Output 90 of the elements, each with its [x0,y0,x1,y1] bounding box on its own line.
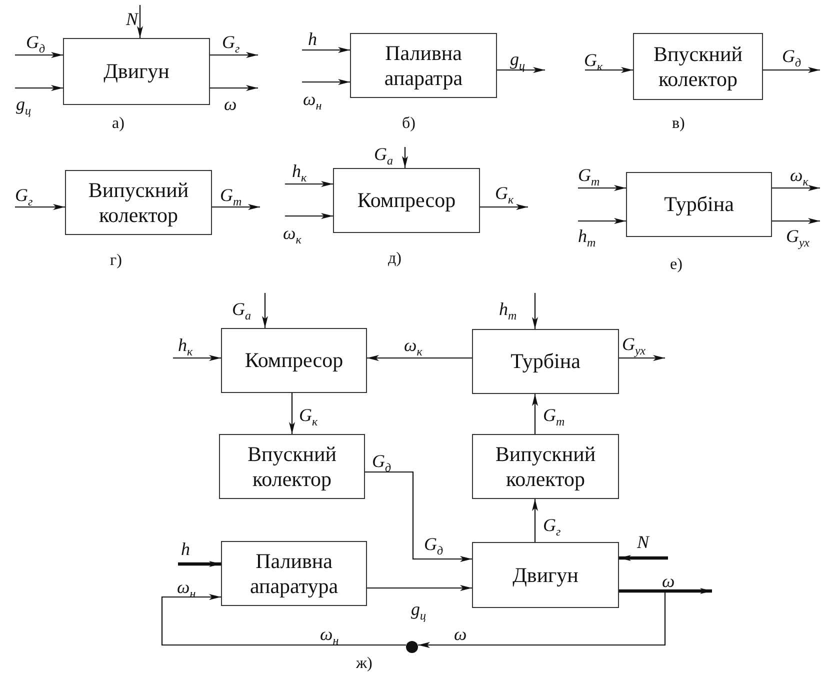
signal-label: G$_{г}$ [222,33,240,55]
signal-label: G$_{г}$ [15,186,33,208]
block-box: Паливна апаратура [221,541,367,606]
signal-label: ω$_{к}$ [790,166,808,188]
signal-label: G$_{д}$ [782,47,802,69]
signal-arrow [619,555,668,561]
signal-arrow [15,204,65,210]
signal-label: ω$_{н}$ [303,90,322,112]
signal-arrow [619,355,665,361]
block-box: Двигун [472,542,619,608]
panel-caption: а) [112,115,124,133]
signal-label: ω$_{к}$ [283,224,302,246]
signal-label: g$_{ц}$ [510,50,525,72]
signal-label: h [181,540,190,558]
block-box: Випускний колектор [472,434,619,499]
signal-label: N [637,533,650,551]
signal-label: ω [224,95,237,113]
signal-label: G$_{т}$ [578,166,600,188]
signal-arrow [302,47,350,53]
signal-arrow [262,293,268,328]
signal-arrow [619,588,712,594]
signal-label: G$_{д}$ [424,535,444,557]
signal-label: h$_{т}$ [499,300,517,322]
signal-label: g$_{ц}$ [411,600,426,622]
signal-arrow [497,67,545,73]
signal-arrow [15,85,63,91]
signal-arrow [178,561,221,567]
signal-arrow [532,293,538,329]
signal-label: G$_{д}$ [26,33,46,55]
signal-label: G$_{а}$ [374,145,393,167]
signal-arrow [578,185,626,191]
signal-arrow [173,355,221,361]
block-box: Впускний колектор [633,33,763,100]
panel-caption: ж) [356,655,372,673]
signal-arrow [285,213,333,219]
signal-arrow [367,585,472,591]
signal-label: ω$_{н}$ [320,625,339,647]
signal-arrow [212,204,260,210]
signal-label: G$_{к}$ [299,406,318,428]
signal-label: G$_{ух}$ [786,227,810,249]
signal-label: G$_{д}$ [372,452,392,474]
signal-arrow [210,52,258,58]
signal-arrow [402,147,408,168]
signal-arrow [585,67,633,73]
block-box: Турбіна [472,329,619,394]
signal-label: G$_{а}$ [232,300,251,322]
signal-label: h$_{к}$ [178,336,193,358]
panel-caption: е) [670,256,682,274]
signal-arrow [161,594,406,646]
signal-arrow [210,85,258,91]
block-box: Турбіна [626,172,772,237]
block-box: Впускний колектор [219,434,365,499]
panel-caption: б) [402,115,416,133]
signal-label: G$_{ух}$ [622,335,646,357]
block-box: Випускний колектор [65,170,212,235]
signal-arrow [532,499,538,542]
signal-label: ω [454,625,467,643]
junction-dot [406,641,418,653]
panel-caption: д) [388,250,402,268]
signal-arrow [367,355,472,361]
block-box: Паливна апаратра [350,33,497,98]
signal-label: h$_{к}$ [292,162,307,184]
block-box: Компресор [221,328,367,393]
signal-arrow [532,394,538,434]
signal-label: ω$_{к}$ [404,336,422,358]
signal-arrow [365,471,472,562]
signal-arrow [289,393,295,434]
panel-caption: г) [110,252,122,270]
signal-label: G$_{т}$ [543,406,565,428]
signal-label: N [126,10,138,28]
panel-caption: в) [672,115,685,133]
signal-label: G$_{т}$ [220,186,242,208]
signal-label: g$_{ц}$ [16,95,31,117]
signal-arrow [302,79,350,85]
signal-arrow [772,185,820,191]
signal-arrow [578,218,626,224]
signal-label: G$_{г}$ [543,516,561,538]
signal-arrow [285,181,333,187]
block-box: Компресор [333,168,480,233]
signal-arrow [137,5,143,38]
signal-arrow [480,204,528,210]
signal-label: h [308,30,317,48]
signal-label: h$_{т}$ [578,227,596,249]
signal-arrow [763,67,820,73]
signal-label: ω [662,572,675,590]
signal-arrow [418,590,666,648]
signal-arrow [772,218,820,224]
block-box: Двигун [63,38,210,105]
signal-arrow [15,52,63,58]
signal-label: G$_{к}$ [495,184,514,206]
